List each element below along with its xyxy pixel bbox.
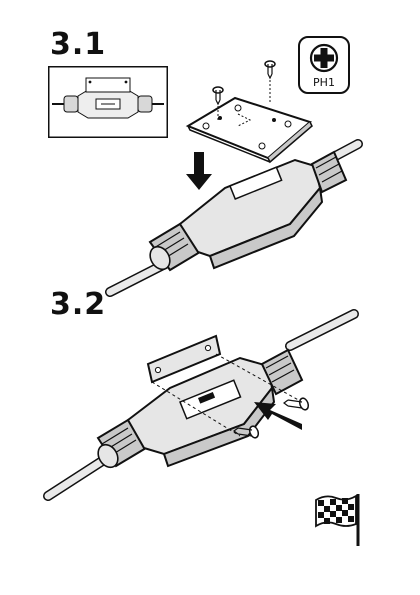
screw-icon xyxy=(265,61,275,102)
mounting-plate xyxy=(188,98,312,162)
arrow-down-icon xyxy=(186,152,212,190)
step-3-2-illustration xyxy=(40,306,360,506)
checkered-flag-icon xyxy=(312,490,364,548)
step-3-1-illustration xyxy=(90,56,370,296)
